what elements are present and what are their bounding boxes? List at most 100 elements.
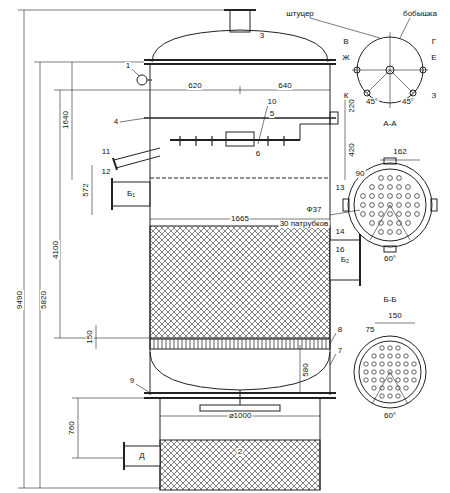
pipe-hole (397, 176, 402, 181)
drawing-label: штуцер (285, 10, 315, 18)
drawing-label: 4100 (52, 240, 60, 260)
pipe-hole (406, 221, 411, 226)
pipe-hole (361, 203, 366, 208)
pipe-hole (406, 203, 411, 208)
pipe-hole (415, 212, 420, 217)
drawing-label: 45° (365, 98, 379, 106)
pipe-hole (396, 386, 400, 390)
drawing-label: 11 (101, 148, 111, 156)
pipe-hole (388, 378, 392, 382)
drawing-label: 60° (383, 255, 397, 263)
drawing-label: 150 (86, 329, 94, 344)
pipe-hole (364, 370, 368, 374)
pipe-hole (364, 378, 368, 382)
pipe-hole (397, 203, 402, 208)
pipe-hole (370, 221, 375, 226)
pipe-hole (412, 362, 416, 366)
pipe-hole (397, 212, 402, 217)
pipe-hole (379, 176, 384, 181)
drawing-label: 75 (365, 326, 376, 334)
pipe-hole (388, 386, 392, 390)
drawing-label: З (431, 92, 438, 100)
pipe-hole (388, 346, 392, 350)
pipe-hole (379, 212, 384, 217)
pipe-hole (412, 370, 416, 374)
pipe-hole (380, 378, 384, 382)
pipe-hole (380, 346, 384, 350)
drawing-label: 9490 (16, 290, 24, 310)
pipe-hole (406, 194, 411, 199)
pipe-hole (404, 362, 408, 366)
pipe-hole (372, 378, 376, 382)
drawing-label: 640 (277, 82, 292, 90)
pipe-hole (388, 230, 393, 235)
pipe-hole (415, 194, 420, 199)
drawing-label: Б₁ (126, 190, 136, 198)
drawing-label: 4 (113, 118, 119, 126)
pipe-hole (370, 203, 375, 208)
pipe-hole (388, 185, 393, 190)
pipe-hole (379, 194, 384, 199)
pipe-hole (406, 212, 411, 217)
pipe-hole (388, 354, 392, 358)
pipe-hole (388, 370, 392, 374)
drawing-label: бобышка (402, 10, 438, 18)
drawing-label: Е (430, 54, 437, 62)
pipe-hole (370, 194, 375, 199)
pipe-hole (388, 212, 393, 217)
drawing-label: 7 (337, 347, 343, 355)
pipe-hole (397, 194, 402, 199)
drawing-label: 162 (392, 148, 407, 156)
pipe-hole (380, 386, 384, 390)
pipe-hole (361, 212, 366, 217)
pipe-hole (364, 362, 368, 366)
drawing-label: В (342, 38, 349, 46)
drawing-label: 12 (101, 168, 112, 176)
pipe-hole (379, 203, 384, 208)
drawing-label: 3 (259, 32, 265, 40)
pipe-hole (412, 378, 416, 382)
pipe-hole (388, 203, 393, 208)
drawing-label: Ж (341, 54, 350, 62)
pipe-hole (372, 362, 376, 366)
drawing-label: 1665 (230, 215, 250, 223)
pipe-hole (388, 176, 393, 181)
drawing-label: А-А (382, 120, 397, 128)
drawing-label: Г (431, 38, 437, 46)
drawing-label: 580 (302, 362, 310, 377)
pipe-hole (396, 362, 400, 366)
drawing-label: 6 (255, 150, 261, 158)
pipe-hole (404, 378, 408, 382)
pipe-hole (404, 370, 408, 374)
pipe-hole (388, 194, 393, 199)
pipe-hole (380, 354, 384, 358)
pipe-hole (388, 394, 392, 398)
pipe-hole (397, 185, 402, 190)
pipe-hole (372, 354, 376, 358)
pipe-hole (404, 354, 408, 358)
pipe-hole (404, 386, 408, 390)
drawing-label: 150 (387, 312, 402, 320)
drawing-label: 10 (267, 98, 278, 106)
drawing-label: Б₂ (340, 256, 350, 264)
drawing-label: 16 (335, 246, 346, 254)
pipe-hole (380, 362, 384, 366)
drawing-label: 5820 (40, 290, 48, 310)
pipe-hole (397, 221, 402, 226)
drawing-label: 30 патрубков (279, 220, 330, 228)
drawing-label: 760 (68, 420, 76, 435)
pipe-hole (415, 203, 420, 208)
drawing-label: 9 (129, 377, 135, 385)
drawing-label: 220 (348, 98, 356, 113)
pipe-hole (388, 362, 392, 366)
drawing-label: 5 (269, 110, 275, 118)
pipe-hole (397, 230, 402, 235)
drawing-label: Д (138, 452, 145, 460)
drawing-label: 8 (337, 326, 343, 334)
drawing-label: 60° (383, 412, 397, 420)
pipe-hole (370, 212, 375, 217)
drawing-label: 14 (335, 228, 346, 236)
pipe-hole (372, 370, 376, 374)
drawing-label: ⌀1000 (228, 412, 253, 420)
